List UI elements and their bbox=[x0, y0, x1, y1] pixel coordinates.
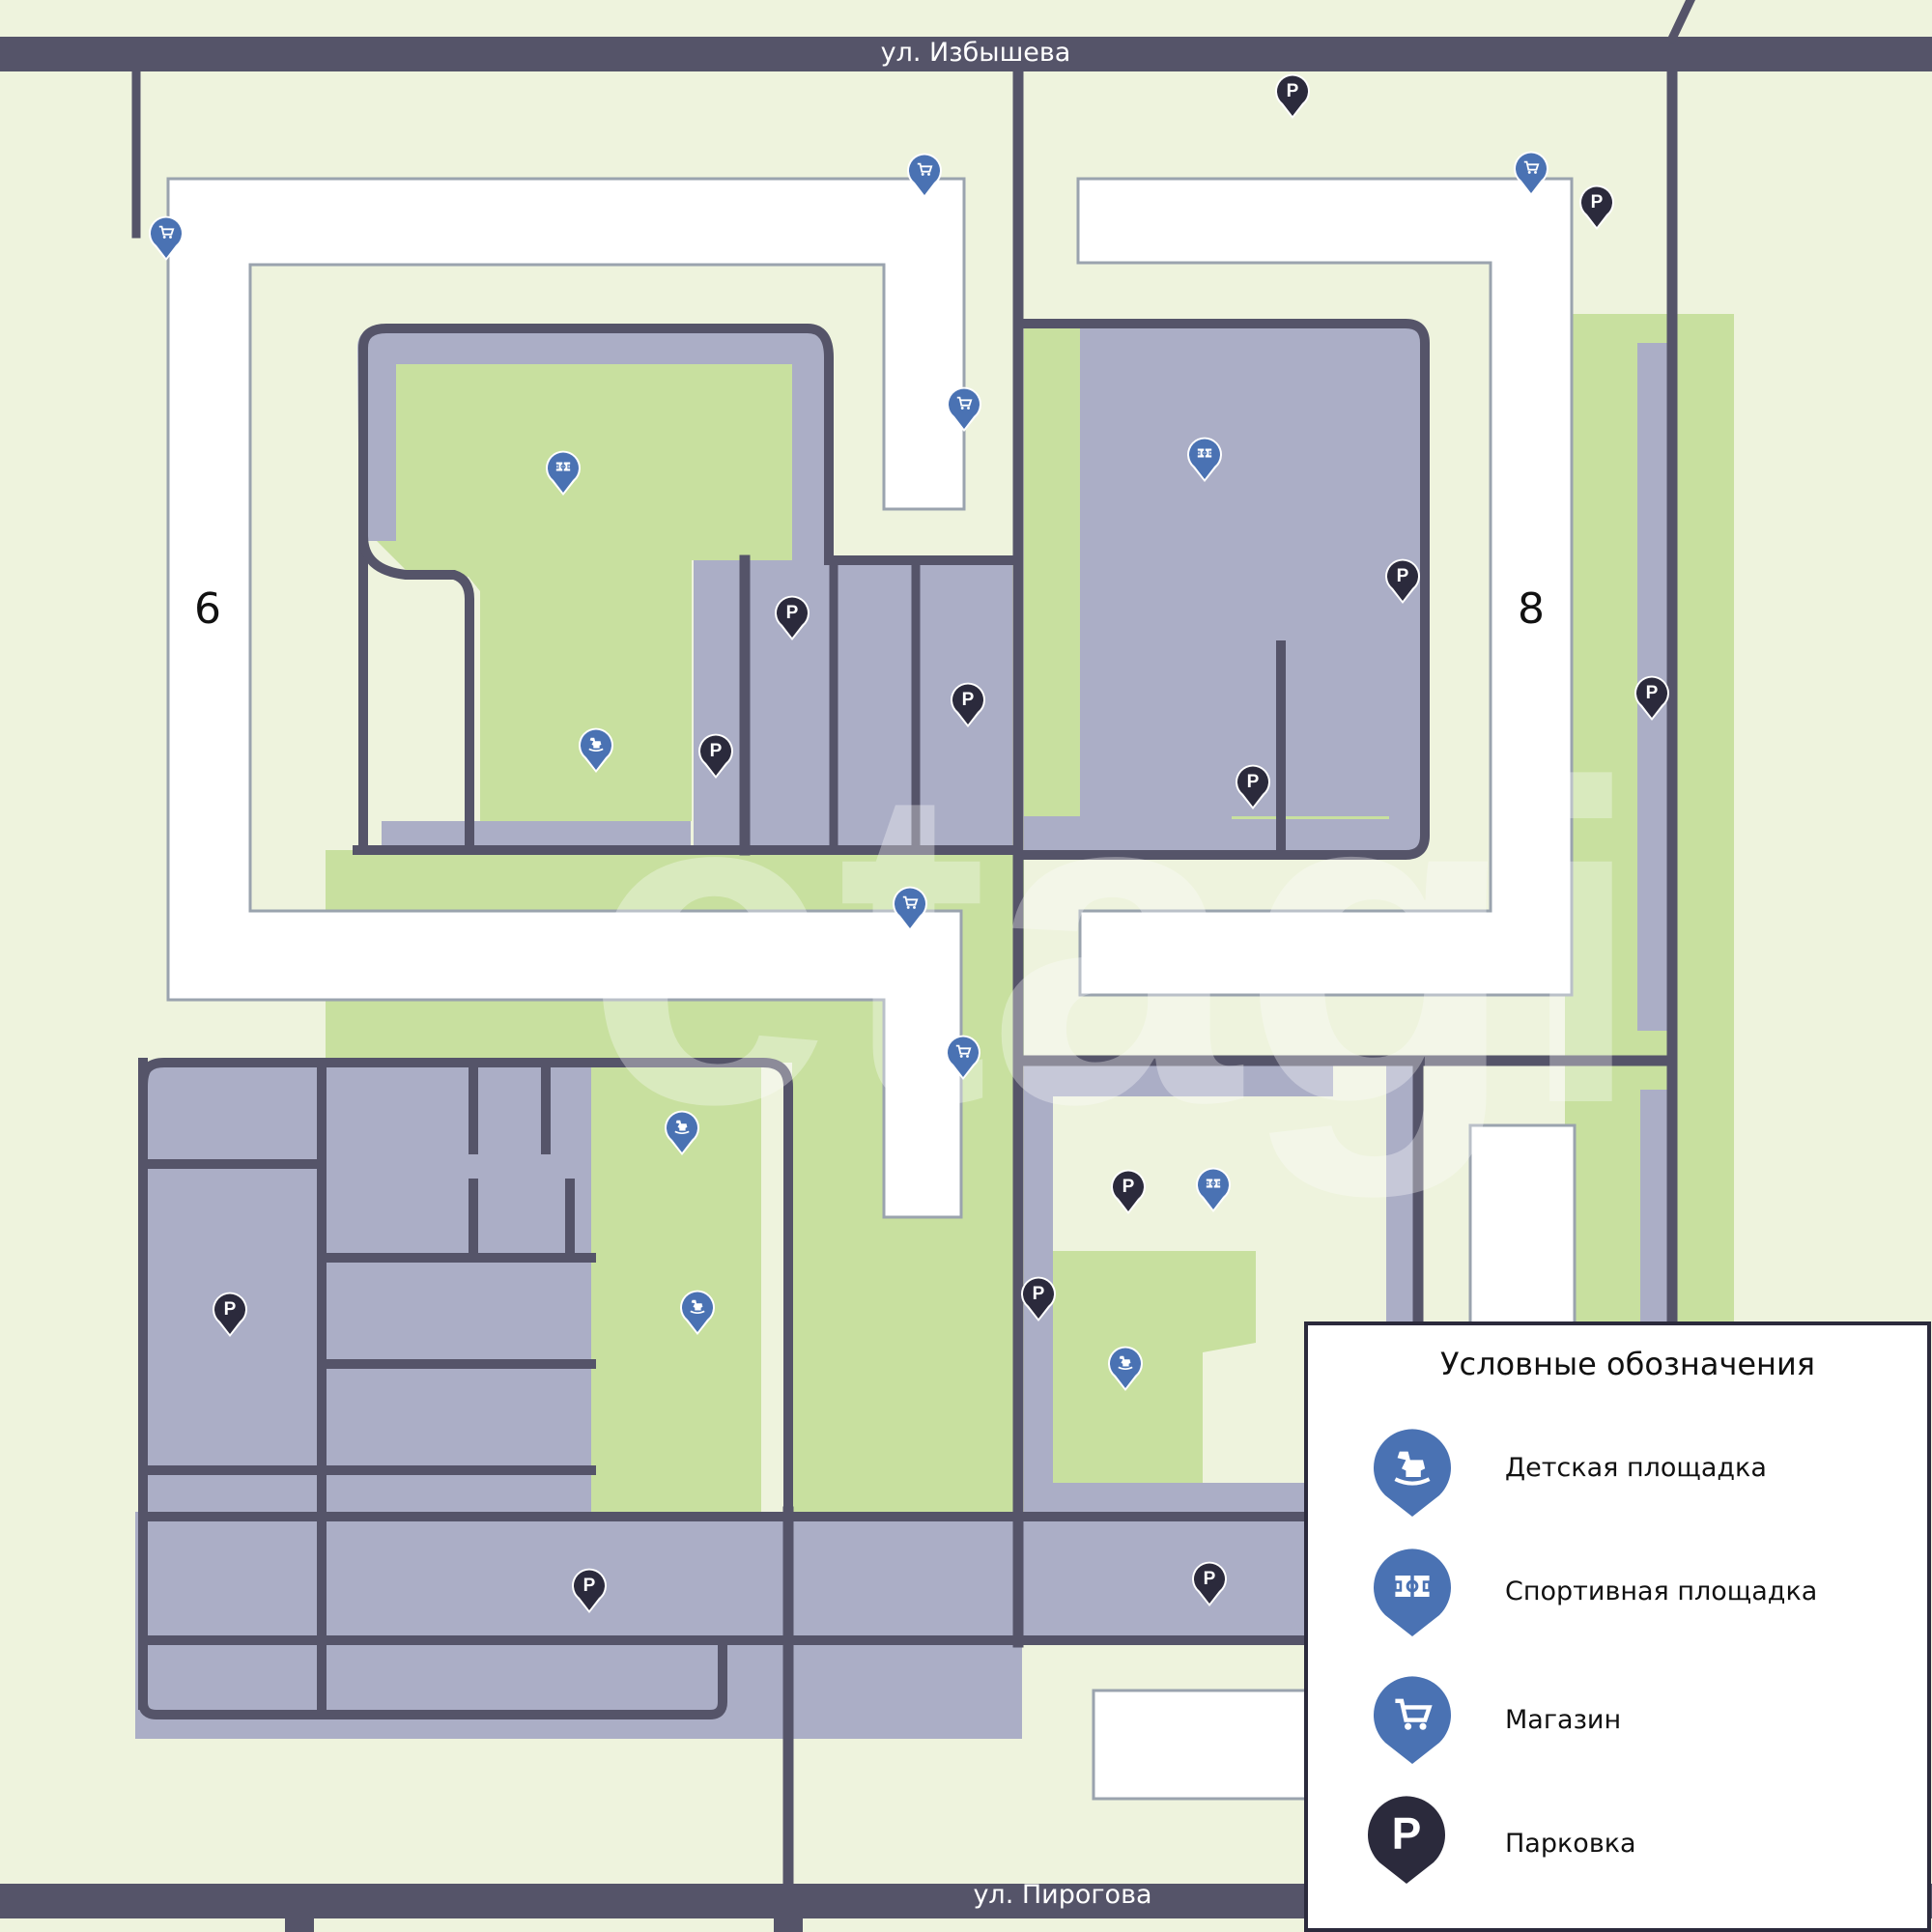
field-icon bbox=[1374, 1548, 1451, 1636]
svg-text:P: P bbox=[1591, 192, 1604, 213]
parking-marker-icon: P bbox=[1385, 558, 1420, 604]
paving-south-extension bbox=[135, 1642, 1022, 1739]
paving-center-bottom-strip bbox=[1024, 1483, 1304, 1512]
parking-marker-icon: P bbox=[1192, 1561, 1227, 1606]
legend-label-parking: Парковка bbox=[1505, 1829, 1636, 1859]
paving-lower-left-gap bbox=[591, 1063, 626, 1512]
svg-text:P: P bbox=[1033, 1284, 1045, 1304]
watermark-logo: etagi bbox=[584, 691, 1644, 1201]
legend-title: Условные обозначения bbox=[1440, 1346, 1815, 1382]
parking-marker-icon: P bbox=[1111, 1169, 1146, 1214]
svg-text:P: P bbox=[583, 1576, 596, 1596]
paving-left-courtyard-frame bbox=[357, 328, 831, 560]
buildings bbox=[166, 177, 1577, 1801]
street-label-izbysheva: ул. Избышева bbox=[881, 38, 1071, 68]
legend-panel: Условные обозначения Детская площадка Сп… bbox=[1304, 1321, 1931, 1932]
parking-marker-icon: P bbox=[1275, 73, 1310, 119]
building-south-small bbox=[1092, 1689, 1308, 1801]
parking-icon: P bbox=[1368, 1796, 1445, 1884]
legend-label-playground: Детская площадка bbox=[1505, 1453, 1767, 1483]
lawn-left-courtyard bbox=[377, 364, 792, 821]
svg-text:P: P bbox=[1122, 1177, 1135, 1197]
legend-label-shop: Магазин bbox=[1505, 1705, 1621, 1735]
legend-item-parking: P Парковка bbox=[1368, 1796, 1636, 1884]
parking-marker-icon: P bbox=[775, 595, 810, 640]
building-number-8: 8 bbox=[1518, 584, 1545, 634]
legend-item-sports: Спортивная площадка bbox=[1374, 1548, 1817, 1636]
svg-text:P: P bbox=[710, 741, 723, 761]
road-izbysheva bbox=[0, 37, 1932, 71]
lawn-lower-right bbox=[1053, 1251, 1256, 1483]
paving-south-band bbox=[135, 1512, 1304, 1642]
legend-item-playground: Детская площадка bbox=[1374, 1429, 1767, 1517]
paving-lower-left-block bbox=[143, 1063, 626, 1512]
svg-text:P: P bbox=[1247, 772, 1260, 792]
parking-marker-icon: P bbox=[1634, 675, 1669, 721]
parking-marker-icon: P bbox=[1021, 1276, 1056, 1321]
svg-text:P: P bbox=[1397, 566, 1409, 586]
parking-marker-icon: P bbox=[1579, 185, 1614, 230]
svg-text:P: P bbox=[1287, 81, 1299, 101]
horse-icon bbox=[1374, 1429, 1451, 1517]
paving-east-strip-lower bbox=[1640, 1090, 1669, 1321]
svg-text:P: P bbox=[786, 603, 799, 623]
svg-text:P: P bbox=[1392, 1808, 1422, 1859]
building-8 bbox=[1076, 177, 1574, 997]
svg-text:P: P bbox=[224, 1299, 237, 1320]
parking-marker-icon: P bbox=[1236, 764, 1270, 810]
svg-text:P: P bbox=[962, 690, 975, 710]
legend-item-shop: Магазин bbox=[1374, 1676, 1621, 1764]
parking-marker-icon: P bbox=[213, 1292, 247, 1337]
cart-icon bbox=[1374, 1676, 1451, 1764]
building-number-6: 6 bbox=[194, 584, 221, 634]
legend-label-sports: Спортивная площадка bbox=[1505, 1577, 1817, 1606]
parking-marker-icon: P bbox=[951, 682, 985, 727]
svg-text:P: P bbox=[1204, 1569, 1216, 1589]
markers: P P P P P P P P P P P P P bbox=[149, 73, 1669, 1613]
parking-marker-icon: P bbox=[572, 1568, 607, 1613]
parking-marker-icon: P bbox=[698, 733, 733, 779]
paving-right-column bbox=[1386, 1063, 1413, 1323]
building-6 bbox=[166, 177, 966, 1219]
svg-text:P: P bbox=[1646, 683, 1659, 703]
paving-right-courtyard-frame bbox=[1024, 324, 1420, 850]
street-label-pirogova: ул. Пирогова bbox=[973, 1880, 1151, 1910]
paving-center-top-strip bbox=[1024, 1063, 1333, 1096]
